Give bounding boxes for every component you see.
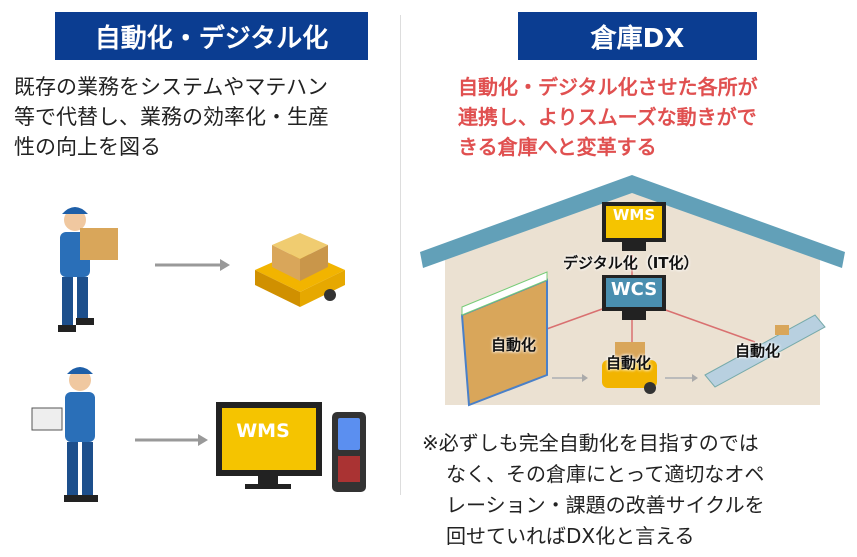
highlight-line: 自動化・デジタル化させた各所が (458, 75, 758, 99)
note: ※必ずしも完全自動化を目指すのでは なく、その倉庫にとって適切なオペ レーション… (422, 428, 765, 552)
conveyor-automation-label: 自動化 (735, 342, 781, 360)
conveyor-icon (704, 314, 826, 388)
highlight-line: 連携し、よりスムーズな動きがで (458, 105, 757, 129)
left-description: 既存の業務をシステムやマテハン 等で代替し、業務の効率化・生産 性の向上を図る (14, 72, 329, 162)
arrow-icon (155, 259, 230, 271)
note-line: ※必ずしも完全自動化を目指すのでは (422, 431, 759, 455)
note-line: レーション・課題の改善サイクルを (446, 493, 765, 517)
desc-line: 既存の業務をシステムやマテハン (14, 75, 328, 99)
wcs-label: WCS (610, 279, 658, 300)
wms-monitor-label: WMS (236, 420, 290, 442)
note-line: 回せていればDX化と言える (446, 524, 695, 548)
highlight-line: きる倉庫へと変革する (458, 135, 657, 159)
column-divider (400, 15, 401, 495)
arrow-icon (552, 374, 698, 382)
handheld-terminal-icon (332, 412, 366, 492)
warehouse-roof (420, 175, 845, 268)
worker-clipboard-icon (31, 367, 98, 502)
desc-line: 等で代替し、業務の効率化・生産 (14, 105, 329, 129)
agv-automation-label: 自動化 (606, 354, 652, 372)
worker-to-wms-illustration (31, 367, 366, 502)
monitor-icon (216, 402, 322, 489)
digital-label: デジタル化（IT化） (563, 254, 699, 272)
agv-robot-icon (255, 233, 345, 307)
desc-line: 性の向上を図る (14, 135, 161, 159)
rack-automation-label: 自動化 (491, 336, 537, 354)
wcs-monitor-icon (602, 275, 666, 320)
warehouse-diagram (420, 175, 845, 407)
arrow-icon (135, 434, 208, 446)
note-line: なく、その倉庫にとって適切なオペ (446, 462, 765, 486)
worker-carrying-box-icon (58, 207, 118, 332)
wms-label: WMS (612, 206, 656, 224)
wms-monitor-icon (602, 202, 666, 251)
left-title: 自動化・デジタル化 (55, 12, 368, 60)
automated-rack-icon (460, 271, 548, 407)
worker-to-agv-illustration (58, 207, 345, 332)
right-highlight: 自動化・デジタル化させた各所が 連携し、よりスムーズな動きがで きる倉庫へと変革… (458, 72, 758, 162)
right-title: 倉庫DX (518, 12, 757, 60)
agv-icon (602, 342, 657, 394)
